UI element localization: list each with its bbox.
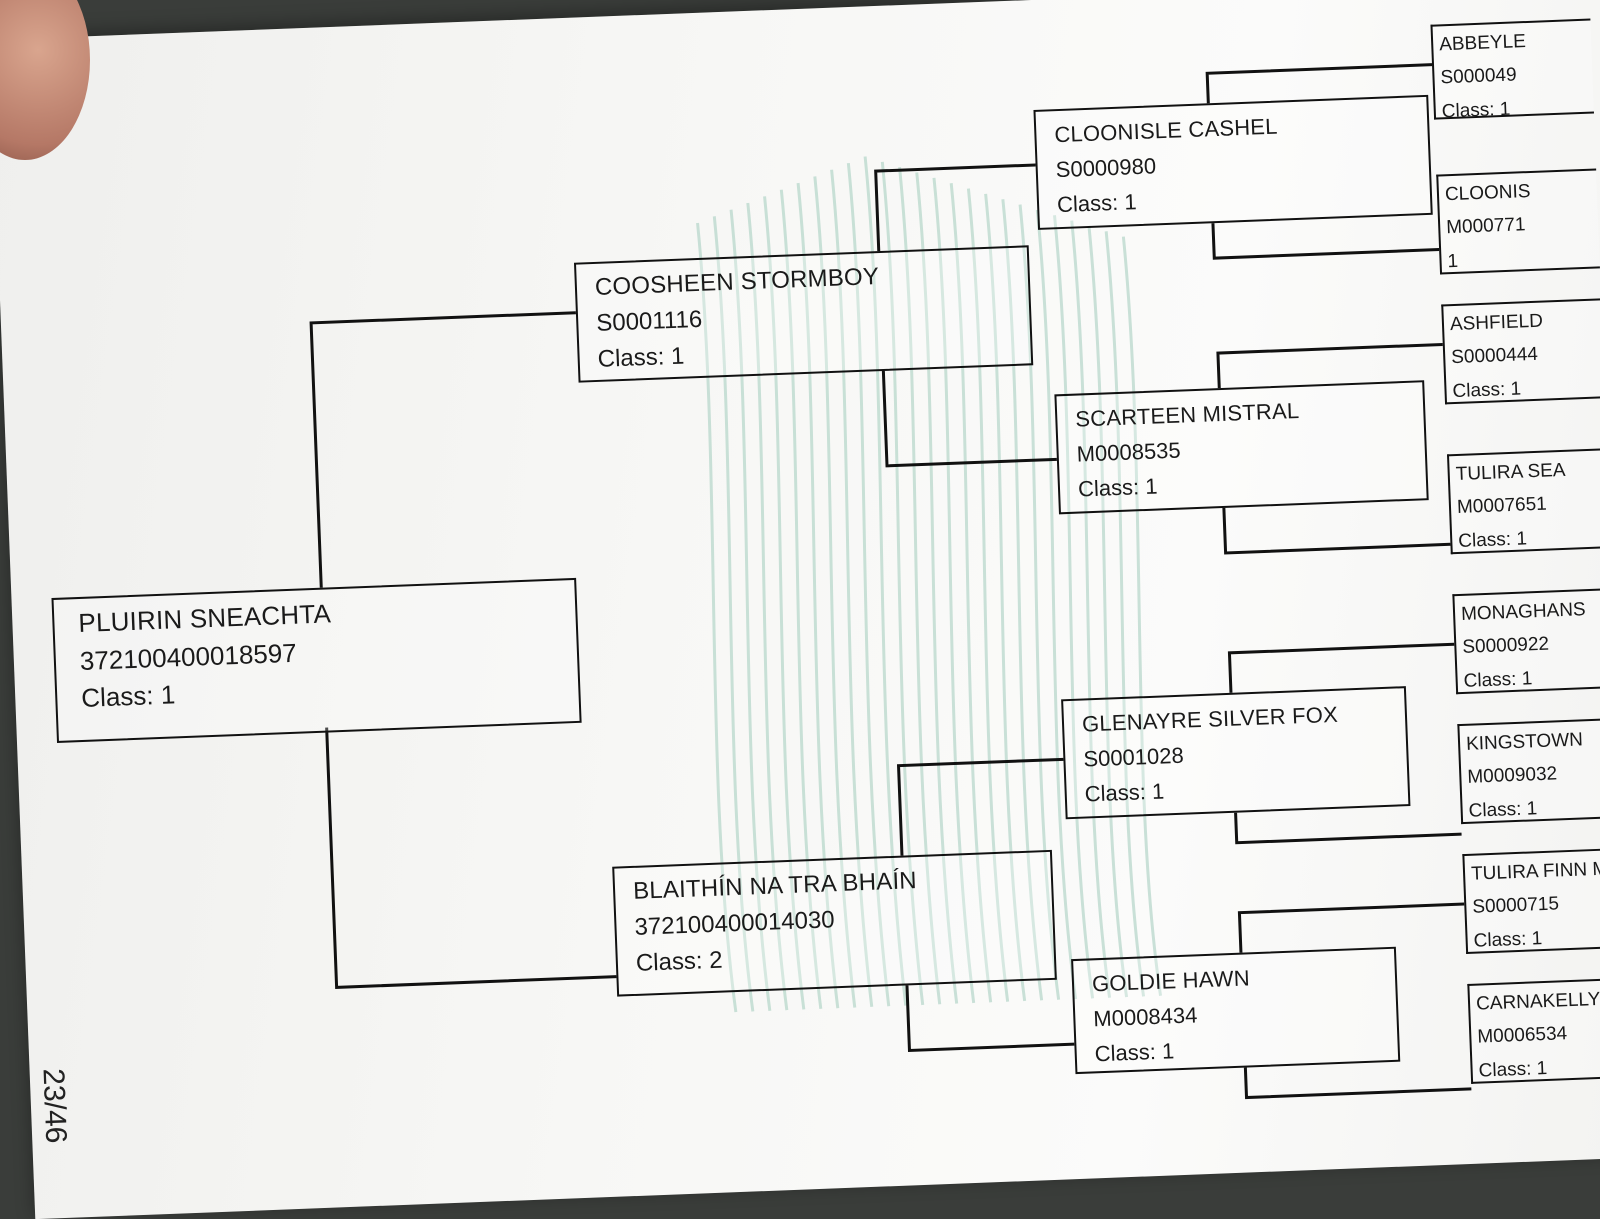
- gen4-class: Class: 1: [1478, 1057, 1548, 1082]
- connector-subject-sire: [309, 311, 576, 588]
- gen4-box-2: CLOONIS M000771 1: [1436, 168, 1600, 275]
- dam-sire-box: GLENAYRE SILVER FOX S0001028 Class: 1: [1061, 686, 1411, 820]
- connector-g3d-down: [1243, 1067, 1472, 1100]
- connector-sire-siredam: [881, 370, 1057, 468]
- page-number: 23/46: [36, 1067, 73, 1144]
- sire-dam-box: SCARTEEN MISTRAL M0008535 Class: 1: [1054, 380, 1429, 515]
- gen4-class: Class: 1: [1468, 797, 1538, 822]
- connector-subject-dam: [325, 727, 617, 989]
- gen4-box-3: ASHFIELD S0000444 Class: 1: [1441, 298, 1600, 405]
- gen4-id: M0006534: [1476, 1023, 1568, 1048]
- gen4-name: TULIRA FINN M: [1470, 858, 1600, 885]
- connector-g3b-down: [1222, 507, 1451, 555]
- gen4-class: 1: [1447, 250, 1459, 272]
- sire-sire-box: CLOONISLE CASHEL S0000980 Class: 1: [1033, 94, 1433, 230]
- connector-sire-siresire: [874, 163, 1036, 252]
- gen4-box-1: ABBEYLE S000049 Class: 1: [1430, 18, 1595, 120]
- gen4-name: TULIRA SEA: [1455, 459, 1566, 486]
- gen4-id: S0000922: [1462, 633, 1550, 659]
- gen4-id: M0007651: [1456, 493, 1548, 519]
- gen4-name: MONAGHANS: [1460, 599, 1587, 625]
- connector-dam-damsire: [896, 757, 1064, 856]
- gen4-box-5: MONAGHANS S0000922 Class: 1: [1452, 588, 1600, 695]
- connector-g3a-up: [1205, 63, 1433, 104]
- gen4-name: KINGSTOWN: [1465, 729, 1584, 755]
- dam-dam-box: GOLDIE HAWN M0008434 Class: 1: [1071, 946, 1401, 1075]
- gen4-class: Class: 1: [1452, 377, 1522, 402]
- connector-g3b-up: [1216, 342, 1443, 389]
- connector-dam-damdam: [905, 985, 1075, 1053]
- connector-g3d-up: [1237, 902, 1465, 953]
- connector-g3c-up: [1227, 642, 1455, 693]
- gen4-name: CARNAKELLY: [1475, 988, 1600, 1015]
- connector-g3a-down: [1211, 223, 1440, 260]
- gen4-id: S0000715: [1471, 893, 1560, 918]
- connector-g3c-down: [1234, 812, 1462, 845]
- gen4-box-4: TULIRA SEA M0007651 Class: 1: [1446, 448, 1600, 555]
- gen4-box-6: KINGSTOWN M0009032 Class: 1: [1457, 718, 1600, 825]
- gen4-box-7: TULIRA FINN M S0000715 Class: 1: [1462, 847, 1600, 955]
- dam-box: BLAITHÍN NA TRA BHAÍN 372100400014030 Cl…: [612, 849, 1057, 997]
- gen4-class: Class: 1: [1463, 667, 1533, 692]
- gen4-box-8: CARNAKELLY M0006534 Class: 1: [1467, 977, 1600, 1084]
- gen4-class: Class: 1: [1457, 527, 1528, 552]
- sire-box: COOSHEEN STORMBOY S0001116 Class: 1: [573, 245, 1034, 383]
- gen4-class: Class: 1: [1473, 927, 1543, 952]
- gen4-id: M0009032: [1467, 763, 1558, 789]
- subject-horse-box: PLUIRIN SNEACHTA 372100400018597 Class: …: [51, 577, 582, 743]
